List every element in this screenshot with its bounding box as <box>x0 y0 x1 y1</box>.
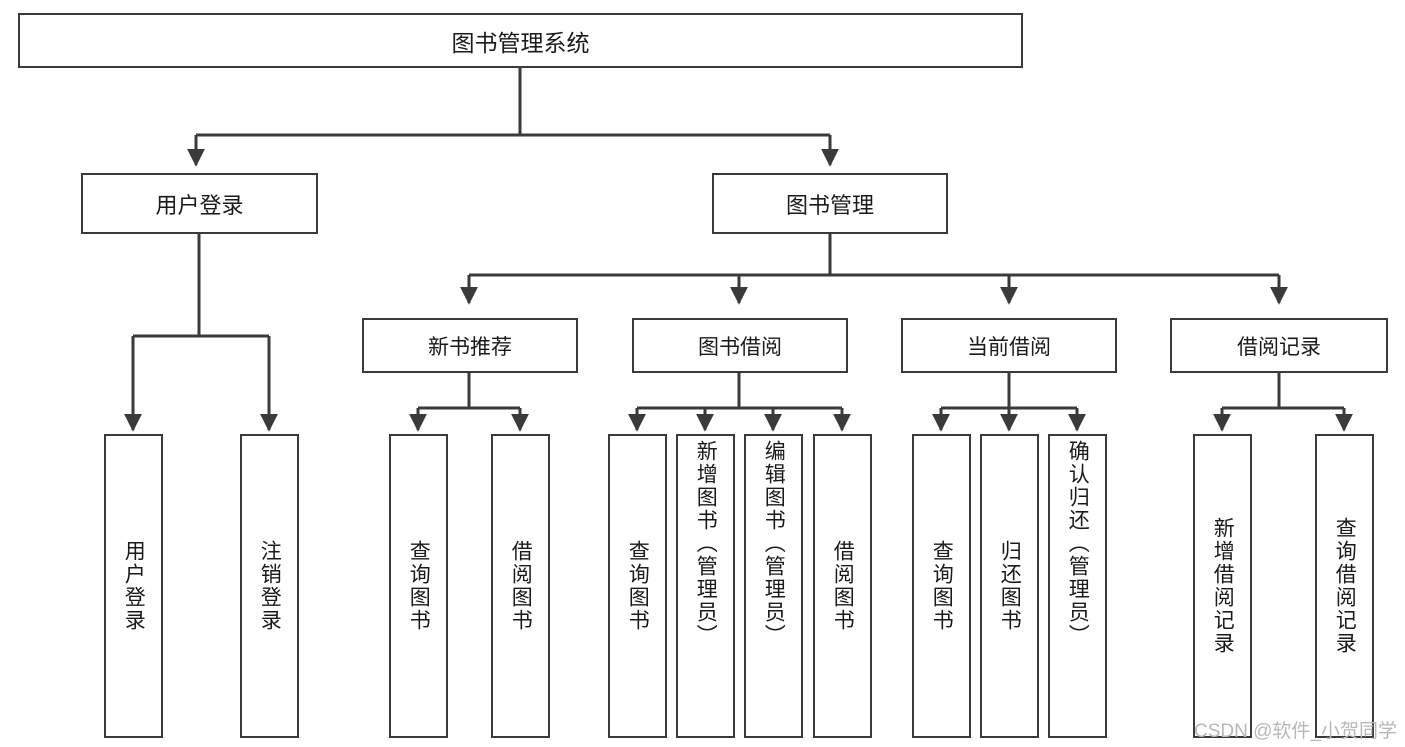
leaf-confirm-return-wrap: 确认归还（管理员） <box>1050 436 1105 740</box>
leaf-edit-book-wrap: 编辑图书（管理员） <box>746 436 801 740</box>
node-borrow-record-label: 借阅记录 <box>1237 335 1321 359</box>
leaf-query-book-1-wrap: 查询图书 <box>391 436 446 736</box>
node-user-login[interactable]: 用户登录 <box>81 173 318 234</box>
leaf-query-borrow-record[interactable]: 查询借阅记录 <box>1315 434 1374 738</box>
leaf-confirm-return[interactable]: 确认归还（管理员） <box>1048 434 1107 738</box>
leaf-borrow-book-2-wrap: 借阅图书 <box>815 436 870 736</box>
node-new-book-recommend-label: 新书推荐 <box>428 335 512 359</box>
leaf-edit-book[interactable]: 编辑图书（管理员） <box>744 434 803 738</box>
leaf-borrow-book-2-label: 借阅图书 <box>831 540 855 632</box>
leaf-add-book-label: 新增图书（管理员） <box>694 440 718 647</box>
node-root-label: 图书管理系统 <box>451 29 590 56</box>
leaf-query-book-3[interactable]: 查询图书 <box>912 434 971 738</box>
leaf-logout[interactable]: 注销登录 <box>240 434 299 738</box>
leaf-add-book[interactable]: 新增图书（管理员） <box>676 434 735 738</box>
leaf-add-borrow-record-wrap: 新增借阅记录 <box>1195 436 1250 736</box>
leaf-logout-label: 注销登录 <box>258 540 282 632</box>
leaf-query-book-3-wrap: 查询图书 <box>914 436 969 736</box>
leaf-query-borrow-record-label: 查询借阅记录 <box>1333 517 1357 655</box>
node-user-login-label: 用户登录 <box>155 192 244 218</box>
leaf-return-book-wrap: 归还图书 <box>982 436 1037 736</box>
leaf-add-borrow-record-label: 新增借阅记录 <box>1211 517 1235 655</box>
leaf-query-book-2-label: 查询图书 <box>626 540 650 632</box>
leaf-query-book-1[interactable]: 查询图书 <box>389 434 448 738</box>
leaf-query-book-1-label: 查询图书 <box>407 540 431 632</box>
leaf-borrow-book-1-label: 借阅图书 <box>509 540 533 632</box>
leaf-return-book[interactable]: 归还图书 <box>980 434 1039 738</box>
leaf-logout-wrap: 注销登录 <box>242 436 297 736</box>
node-book-manage[interactable]: 图书管理 <box>712 173 948 234</box>
leaf-borrow-book-1-wrap: 借阅图书 <box>493 436 548 736</box>
node-root[interactable]: 图书管理系统 <box>18 13 1023 68</box>
node-book-manage-label: 图书管理 <box>785 192 874 218</box>
leaf-query-book-2-wrap: 查询图书 <box>610 436 665 736</box>
leaf-edit-book-label: 编辑图书（管理员） <box>762 440 786 647</box>
leaf-add-book-wrap: 新增图书（管理员） <box>678 436 733 740</box>
leaf-user-login-label: 用户登录 <box>122 540 146 632</box>
node-borrow-record[interactable]: 借阅记录 <box>1170 318 1388 373</box>
leaf-query-book-2[interactable]: 查询图书 <box>608 434 667 738</box>
node-current-borrow-label: 当前借阅 <box>967 335 1051 359</box>
node-book-borrow-label: 图书借阅 <box>698 335 782 359</box>
leaf-query-borrow-record-wrap: 查询借阅记录 <box>1317 436 1372 736</box>
leaf-borrow-book-1[interactable]: 借阅图书 <box>491 434 550 738</box>
node-new-book-recommend[interactable]: 新书推荐 <box>362 318 578 373</box>
leaf-return-book-label: 归还图书 <box>998 540 1022 632</box>
node-current-borrow[interactable]: 当前借阅 <box>901 318 1117 373</box>
node-book-borrow[interactable]: 图书借阅 <box>632 318 848 373</box>
watermark-text: CSDN @软件_小贺同学 <box>1194 721 1397 742</box>
leaf-add-borrow-record[interactable]: 新增借阅记录 <box>1193 434 1252 738</box>
leaf-user-login-wrap: 用户登录 <box>106 436 161 736</box>
leaf-borrow-book-2[interactable]: 借阅图书 <box>813 434 872 738</box>
leaf-user-login[interactable]: 用户登录 <box>104 434 163 738</box>
leaf-query-book-3-label: 查询图书 <box>930 540 954 632</box>
leaf-confirm-return-label: 确认归还（管理员） <box>1066 440 1090 647</box>
